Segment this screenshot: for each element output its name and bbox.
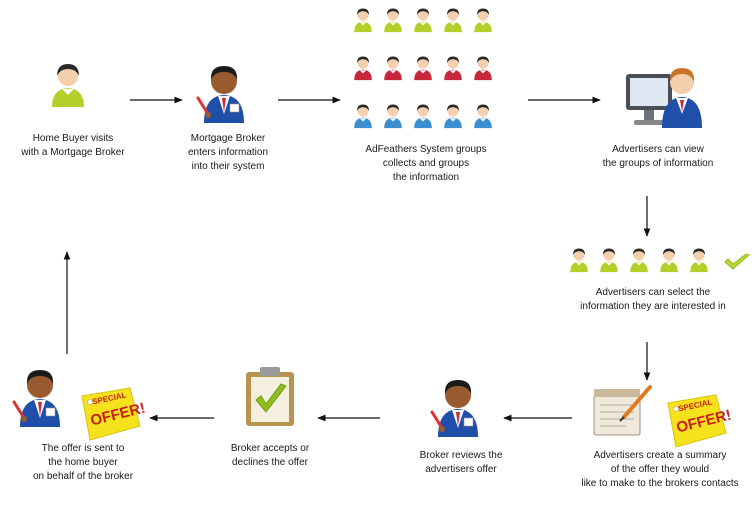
caption-broker-accepts: Broker accepts or declines the offer bbox=[230, 443, 310, 468]
computer-icon bbox=[626, 68, 702, 128]
caption-offer-sent: The offer is sent to the home buyer on b… bbox=[32, 443, 134, 482]
checkmark-icon bbox=[724, 253, 750, 270]
notepad-icon bbox=[593, 385, 652, 436]
caption-advertisers-create: Advertisers create a summary of the offe… bbox=[581, 450, 739, 489]
caption-advertisers-select: Advertisers can select the information t… bbox=[580, 287, 726, 312]
caption-advertisers-view: Advertisers can view the groups of infor… bbox=[602, 144, 714, 169]
caption-broker-reviews: Broker reviews the advertisers offer bbox=[419, 450, 503, 475]
caption-home-buyer: Home Buyer visits with a Mortgage Broker bbox=[21, 133, 125, 158]
caption-system-groups: AdFeathers System groups collects and gr… bbox=[365, 144, 487, 183]
selection-row bbox=[568, 247, 754, 275]
clipboard-icon bbox=[246, 367, 294, 426]
caption-broker-enters: Mortgage Broker enters information into … bbox=[187, 133, 269, 172]
